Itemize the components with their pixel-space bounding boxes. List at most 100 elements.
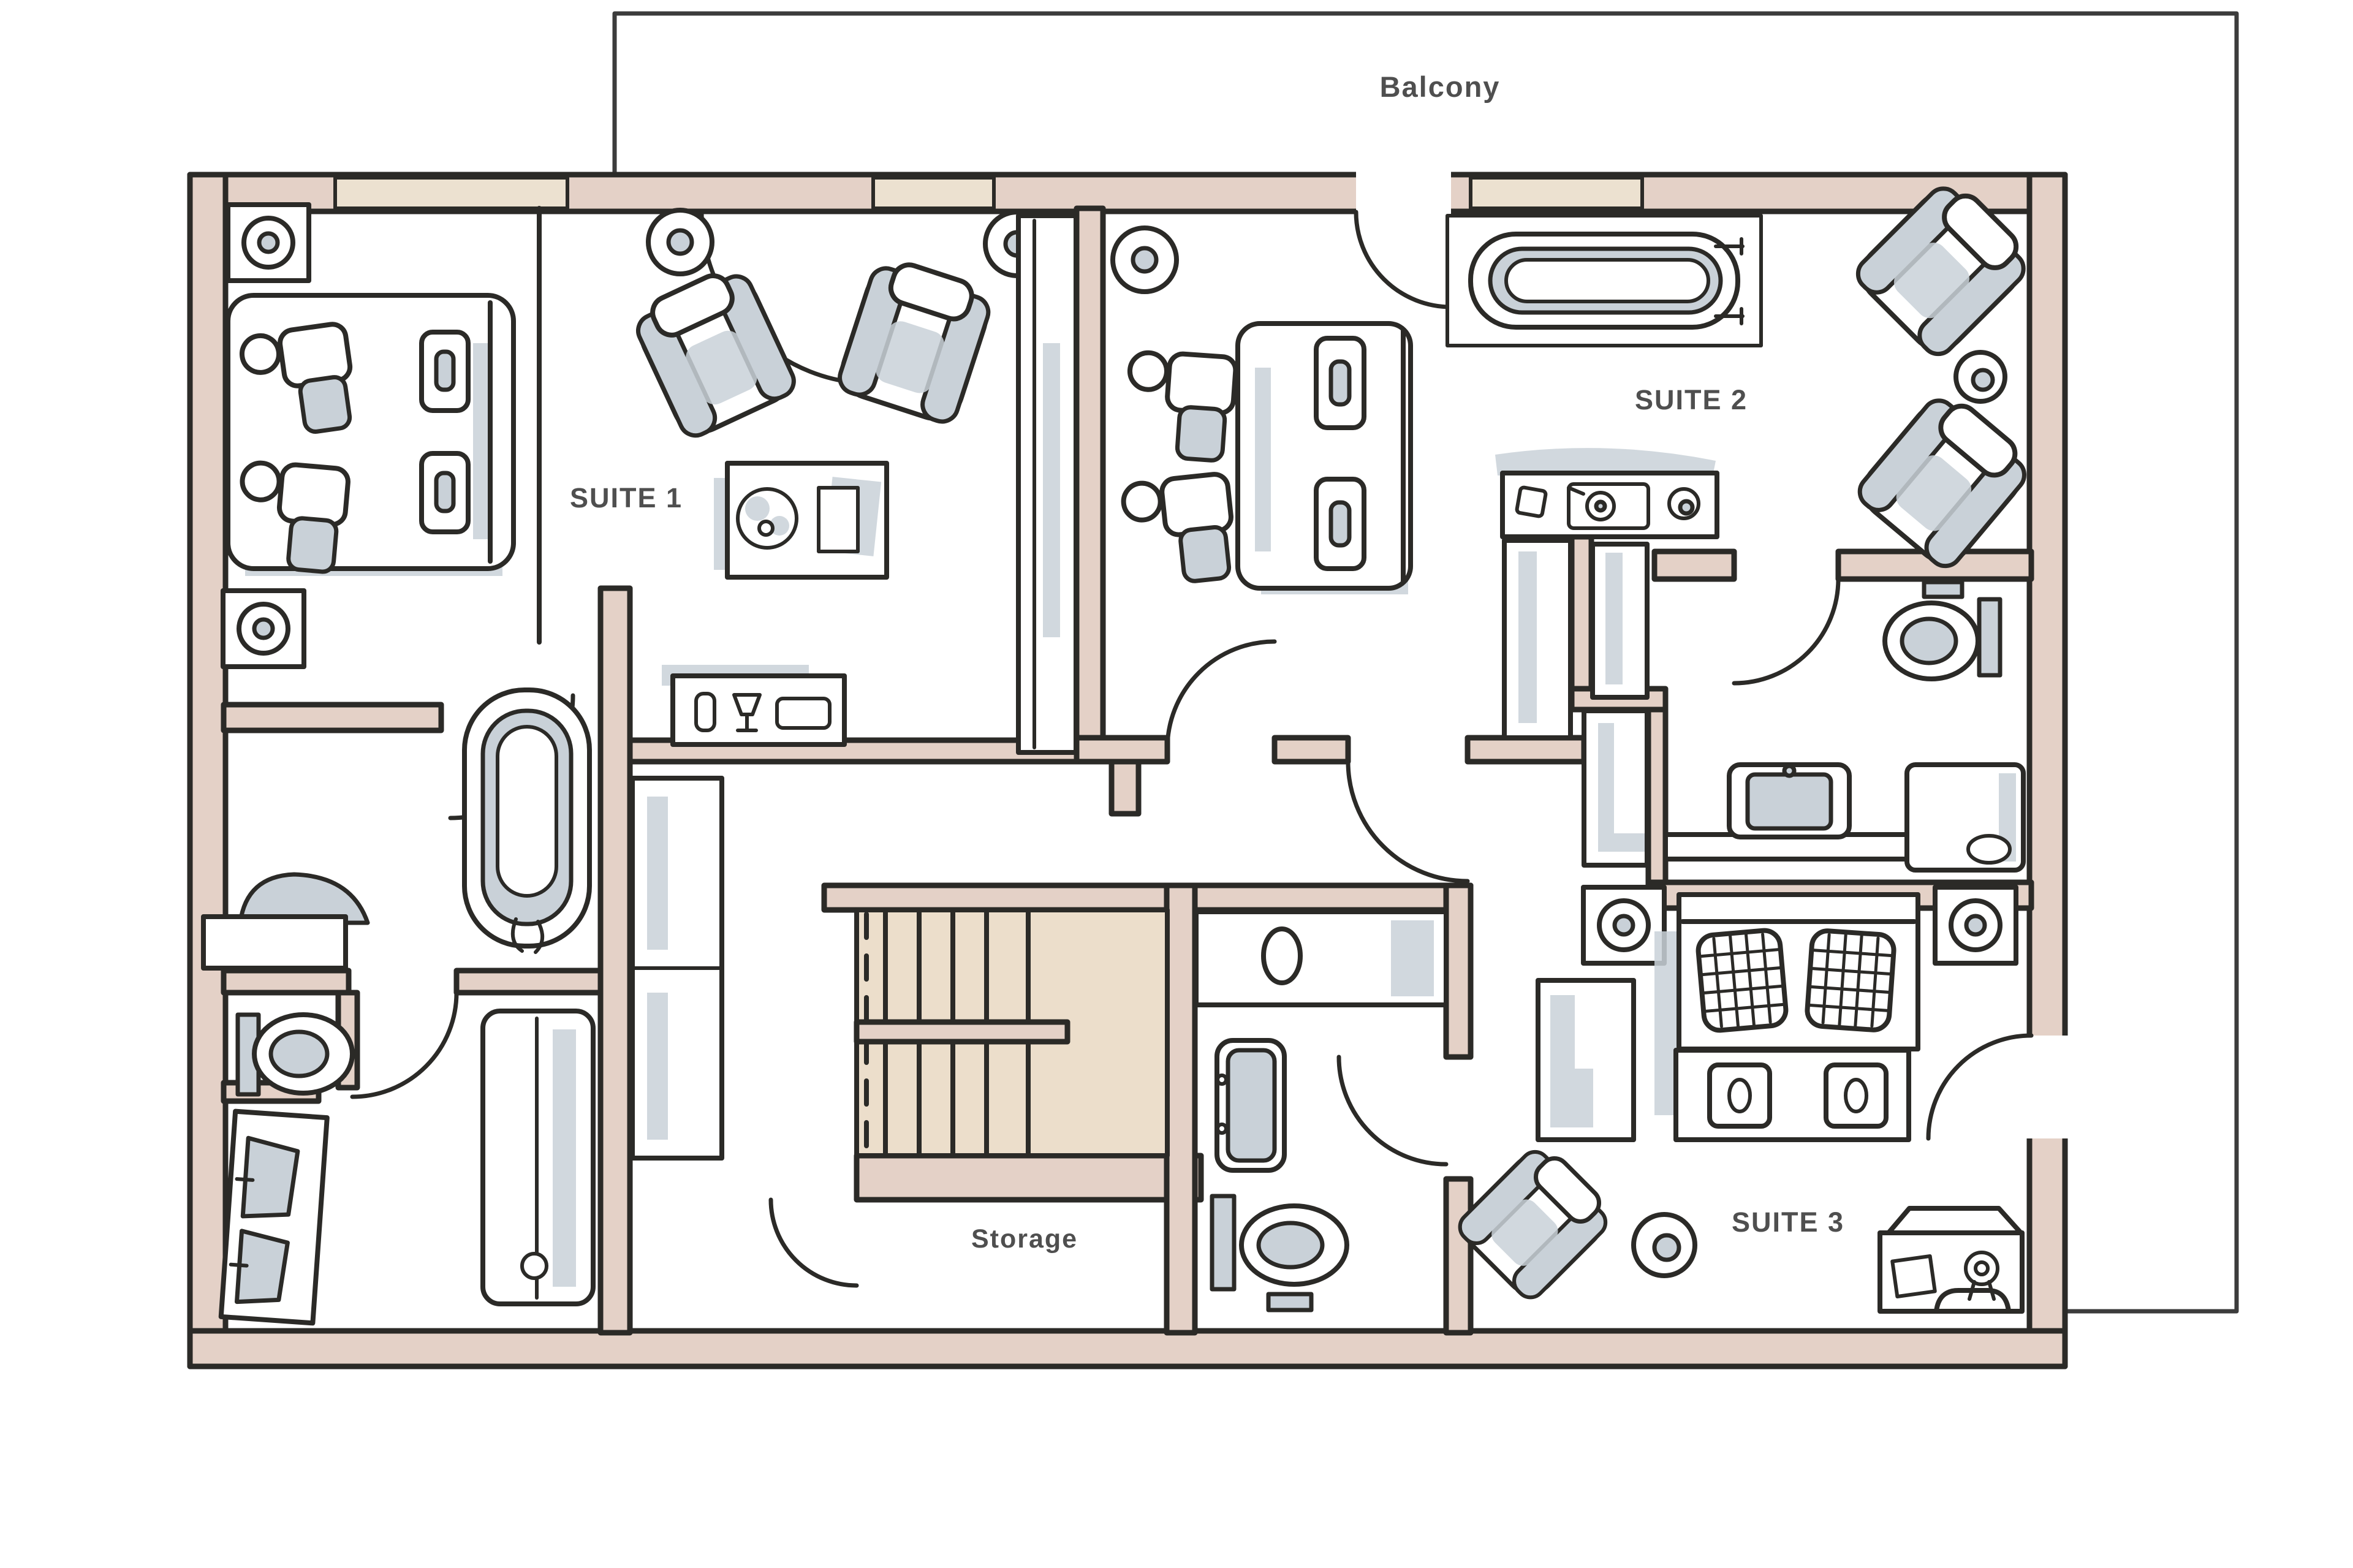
balcony-outline xyxy=(612,11,2239,1314)
sink-basin xyxy=(1261,926,1303,985)
wall xyxy=(1651,548,1737,582)
pillow xyxy=(419,330,471,413)
door-swing-suite3-entry xyxy=(1346,759,1470,884)
suite3-bathroom xyxy=(1194,909,1449,1312)
suite1-bedroom xyxy=(223,205,542,667)
wall xyxy=(1271,735,1351,765)
wall xyxy=(1569,534,1594,693)
pillow xyxy=(1314,477,1366,571)
stair-handrail xyxy=(854,1019,1070,1045)
wall xyxy=(1074,205,1106,765)
wall xyxy=(221,702,444,733)
wall-bottom xyxy=(187,1328,2068,1369)
storage-room: Storage xyxy=(971,1224,1078,1254)
bed xyxy=(1654,892,1920,1115)
shower xyxy=(1904,762,2026,873)
toilet xyxy=(1882,580,2003,681)
wall xyxy=(854,1153,1204,1203)
wall xyxy=(597,585,633,1336)
faucet xyxy=(1714,237,1745,325)
wall-right xyxy=(2026,172,2068,1369)
stairs xyxy=(854,907,1170,1158)
bed xyxy=(1235,321,1413,594)
suite3: SUITE 3 xyxy=(1454,887,2025,1314)
suite1-label: SUITE 1 xyxy=(570,482,683,513)
book xyxy=(817,486,860,553)
suite1-sitting-room: SUITE 1 xyxy=(570,210,1078,755)
sink xyxy=(201,872,370,971)
pillow xyxy=(1314,336,1366,430)
console-table xyxy=(662,665,847,747)
woven-pillow-icon xyxy=(1697,929,1787,1031)
wall xyxy=(1443,882,1474,1060)
suite1-bathroom xyxy=(201,687,724,1326)
clock-icon xyxy=(1964,1251,1999,1301)
window-suite2 xyxy=(1469,176,1644,210)
suite3-label: SUITE 3 xyxy=(1732,1206,1844,1238)
bottle-icon xyxy=(694,692,716,732)
wine-glass-icon xyxy=(732,693,762,732)
record-player-icon xyxy=(1567,482,1650,530)
bathtub-alcove xyxy=(1446,214,1763,347)
door-swing-suite3-balcony xyxy=(1926,1033,2034,1141)
speaker-icon xyxy=(228,205,309,281)
armchair-icon xyxy=(629,262,799,441)
door-swing-suite2-entry xyxy=(1165,639,1277,751)
tray-icon xyxy=(775,697,832,730)
armchair-icon xyxy=(1854,386,2037,572)
faucet-dot xyxy=(1782,763,1797,778)
flush-plate xyxy=(1922,580,1965,599)
vanity xyxy=(1663,762,1913,862)
bathroom-counter xyxy=(1194,909,1449,1007)
ottoman xyxy=(1631,1212,1697,1278)
linen-cabinet xyxy=(630,776,724,1161)
speaker-icon xyxy=(1583,887,1664,963)
door-swing-suite2-balcony xyxy=(1354,210,1453,309)
speaker-icon xyxy=(1113,228,1176,292)
suite2-bathroom xyxy=(1663,580,2026,873)
wall xyxy=(1192,882,1474,913)
vanity-unit xyxy=(1214,1038,1287,1173)
lounge-chair-icon xyxy=(1124,350,1236,462)
speaker-icon xyxy=(223,591,304,667)
wall xyxy=(221,968,352,996)
balcony-door-suite3 xyxy=(2026,1036,2069,1138)
wall xyxy=(1645,706,1669,888)
speaker-icon xyxy=(648,210,712,274)
suite2-closet xyxy=(1502,538,1650,868)
cup-icon xyxy=(1515,485,1548,518)
rug xyxy=(1536,978,1636,1142)
side-table xyxy=(1953,350,2007,404)
plant-icon xyxy=(736,487,798,550)
shower xyxy=(480,1009,596,1306)
speaker-icon xyxy=(1935,887,2016,963)
wardrobe xyxy=(1590,542,1650,700)
lounge-chair-icon xyxy=(1121,473,1237,588)
wall xyxy=(1108,759,1142,817)
exterior-walls xyxy=(187,172,2069,1369)
woven-pillow-icon xyxy=(1806,930,1895,1031)
double-vanity xyxy=(218,1108,330,1326)
armchair-icon xyxy=(1454,1140,1618,1303)
window-suite1-bedroom xyxy=(333,176,569,210)
mirror xyxy=(238,872,370,925)
toilet xyxy=(235,1012,355,1097)
wardrobe xyxy=(1016,213,1078,755)
trunk-desk xyxy=(1877,1206,2025,1314)
wall xyxy=(1443,1176,1474,1336)
door-swing-suite2-bathroom xyxy=(1732,577,1841,686)
wardrobe xyxy=(1582,708,1650,868)
wall xyxy=(453,968,604,996)
balcony-door-suite1 xyxy=(871,176,996,210)
storage-label: Storage xyxy=(971,1224,1078,1254)
stair-treads-upper xyxy=(883,909,989,1025)
wall xyxy=(821,882,1170,913)
door-swing-suite3-bathroom xyxy=(1336,1055,1449,1167)
toilet xyxy=(1210,1194,1349,1312)
wall xyxy=(1074,735,1170,765)
wall xyxy=(1164,882,1198,1336)
wardrobe xyxy=(1502,538,1573,740)
armchair-icon xyxy=(836,254,996,426)
